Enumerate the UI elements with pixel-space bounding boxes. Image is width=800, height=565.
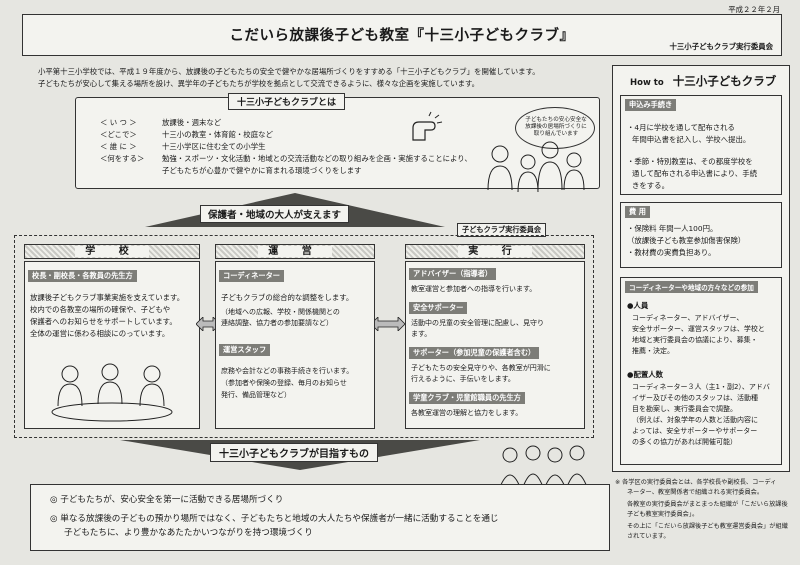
supporter-line: 行えるように、手伝いをします。 xyxy=(411,375,515,383)
fee-tag: 費 用 xyxy=(625,206,650,218)
coordinator-line: （地域への広報、学校・関係機関との xyxy=(221,308,340,316)
pointing-hand-icon xyxy=(412,111,443,141)
staffing-line: コーディネーター、アドバイザー、 xyxy=(632,314,744,322)
staff-line: 発行、備品管理など） xyxy=(221,391,291,399)
staff-tag: 運営スタッフ xyxy=(219,344,271,356)
school-line: 全体の運営に係わる相談にのっています。 xyxy=(30,329,170,338)
about-text-when: 放課後・週末など xyxy=(162,118,222,127)
safety-supporter-line: ます。 xyxy=(411,330,432,338)
coordinator-tag: コーディネーター xyxy=(219,270,284,282)
note-line: されています。 xyxy=(627,533,670,540)
staffing-head: ●人員 xyxy=(627,301,649,310)
about-text-where: 十三小の教室・体育館・校庭など xyxy=(162,130,273,139)
safety-supporter-tag: 安全サポーター xyxy=(409,302,468,314)
headcount-line: イザー及びその他のスタッフは、活動種 xyxy=(632,394,758,402)
about-title: 十三小子どもクラブとは xyxy=(228,93,346,110)
management-heading: 運 営 xyxy=(215,244,375,259)
fee-line: ・保険料 年間一人100円。 xyxy=(627,224,718,233)
intro-line-1: 小平第十三小学校では、平成１９年度から、放課後の子どもたちの安全で健やかな居場所… xyxy=(38,67,540,76)
school-line: 保護者へのお知らせをサポートしています。 xyxy=(30,317,177,326)
headcount-head: ●配置人数 xyxy=(627,370,664,379)
headcount-line: 目を勘案し、実行委員会で調整。 xyxy=(632,405,737,413)
staffing-line: 安全サポーター、運営スタッフは、学校と xyxy=(632,325,765,333)
school-line: 放課後子どもクラブ事業実施を支えています。 xyxy=(30,293,185,302)
adviser-tag: アドバイザー（指導者） xyxy=(409,268,497,280)
staffing-line: 地域と実行委員会の協議により、募集・ xyxy=(632,336,758,344)
intro-line-2: 子どもたちが安心して集える場所を設け、異学年の子どもたちが学校を拠点として交流で… xyxy=(38,79,480,88)
goals-box xyxy=(30,484,610,551)
speech-bubble-text: 子どもたちの安心安全な放課後の居場所づくりに取り組んでいます xyxy=(525,117,587,137)
afterschool-staff-tag: 学童クラブ・児童館職員の先生方 xyxy=(409,392,525,404)
about-text-what: 勉強・スポーツ・文化活動・地域との交流活動などの取り組みを企画・実施することによ… xyxy=(162,154,472,163)
family-illustration xyxy=(487,141,585,192)
note-line: ※ 各学区の実行委員会とは、各学校長や副校長、コーディ xyxy=(615,479,777,486)
about-label-what: ＜何をする＞ xyxy=(100,154,145,163)
support-banner: 保護者・地域の大人が支えます xyxy=(200,205,350,223)
coordinator-line: 連絡調整、協力者の参加要請など） xyxy=(221,319,333,327)
about-label-when: ＜ い つ ＞ xyxy=(100,118,137,127)
staff-line: （参加者や保険の登録、毎月のお知らせ xyxy=(221,379,347,387)
apply-tag: 申込み手続き xyxy=(625,99,677,111)
school-tag: 校長・副校長・各教員の先生方 xyxy=(28,270,137,282)
about-label-who: ＜ 誰 に ＞ xyxy=(100,142,137,151)
headcount-line: コーディネーター３人（主1・副2）、アドバ xyxy=(632,383,770,391)
supporter-tag: サポーター（参加児童の保護者含む） xyxy=(409,347,540,359)
apply-line: ・季節・特別教室は、その都度学校を xyxy=(627,157,753,166)
double-arrow-icon xyxy=(371,317,405,331)
supporter-line: 子どもたちの安全見守りや、各教室が円滑に xyxy=(411,364,551,372)
goal-item: ◎ 子どもたちが、安心安全を第一に活動できる居場所づくり xyxy=(50,495,284,505)
organizer: 十三小子どもクラブ実行委員会 xyxy=(669,42,773,51)
staffing-line: 推薦・決定。 xyxy=(632,347,674,355)
title-banner: こだいら放課後子ども教室『十三小子どもクラブ』 十三小子どもクラブ実行委員会 xyxy=(22,14,782,56)
apply-line: 年間申込書を記入し、学校へ提出。 xyxy=(632,135,751,144)
school-heading: 学 校 xyxy=(24,244,200,259)
afterschool-staff-line: 各教室運営の理解と協力をします。 xyxy=(411,409,523,417)
apply-line: 通して配布される申込書により、手続 xyxy=(632,169,757,178)
about-text-what-cont: 子どもたちが心豊かで健やかに育まれる環境づくりをします xyxy=(162,166,362,175)
school-panel xyxy=(24,261,200,429)
note-line: 各教室の実行委員会がまとまった組織が「こだいら放課後 xyxy=(627,501,788,508)
goal-item: ◎ 単なる放課後の子どもの預かり場所ではなく、子どもたちと地域の大人たちや保護者… xyxy=(50,514,499,524)
goal-item: 子どもたちに、より豊かなあたたかいつながりを持つ環境づくり xyxy=(64,528,313,538)
execution-heading: 実 行 xyxy=(405,244,585,259)
issue-date: 平成２２年２月 xyxy=(728,5,780,14)
staff-line: 庶務や会計などの事務手続きを行います。 xyxy=(221,367,354,375)
page-title: こだいら放課後子ども教室『十三小子どもクラブ』 xyxy=(229,28,575,44)
participation-tag: コーディネーターや地域の方々などの参加 xyxy=(625,281,758,293)
speech-bubble: 子どもたちの安心安全な放課後の居場所づくりに取り組んでいます xyxy=(515,107,595,149)
school-line: 校内での各教室の場所の確保や、子どもや xyxy=(30,305,171,314)
participation-box xyxy=(620,277,782,465)
students-illustration xyxy=(51,363,173,422)
headcount-line: よっては、安全サポーターやサポーター xyxy=(632,427,758,435)
note-line: ネーター、教室関係者で組織される実行委員会。 xyxy=(627,489,764,496)
note-line: その上に「こだいら放課後子ども教室運営委員会」が組織 xyxy=(627,523,788,530)
committee-tag: 子どもクラブ実行委員会 xyxy=(457,223,547,237)
howto-title: How to 十三小子どもクラブ xyxy=(630,74,777,88)
children-illustration xyxy=(499,445,588,488)
apply-line: ・4月に学校を通して配布される xyxy=(627,123,735,132)
apply-box xyxy=(620,95,782,195)
adviser-line: 教室運営と参加者への指導を行います。 xyxy=(411,285,537,293)
goal-banner: 十三小子どもクラブが目指すもの xyxy=(210,443,378,462)
safety-supporter-line: 活動中の児童の安全管理に配慮し、見守り xyxy=(411,319,544,327)
headcount-line: （例えば、対象学年の人数と活動内容に xyxy=(632,416,758,424)
fee-line: ・教材費の実費負担あり。 xyxy=(627,248,716,257)
coordinator-line: 子どもクラブの総合的な調整をします。 xyxy=(221,293,354,302)
double-arrow-icon xyxy=(196,317,220,331)
headcount-line: の多くの協力があれば開催可能） xyxy=(632,438,737,446)
about-box xyxy=(75,97,600,189)
structure-frame xyxy=(14,235,594,438)
apply-line: きをする。 xyxy=(632,181,669,190)
fee-line: （放課後子ども教室参加傷害保険） xyxy=(627,236,746,245)
about-text-who: 十三小学区に住む全ての小学生 xyxy=(162,142,266,151)
note-line: 子ども教室実行委員会」。 xyxy=(627,511,699,518)
about-label-where: ＜どこで＞ xyxy=(100,130,137,139)
